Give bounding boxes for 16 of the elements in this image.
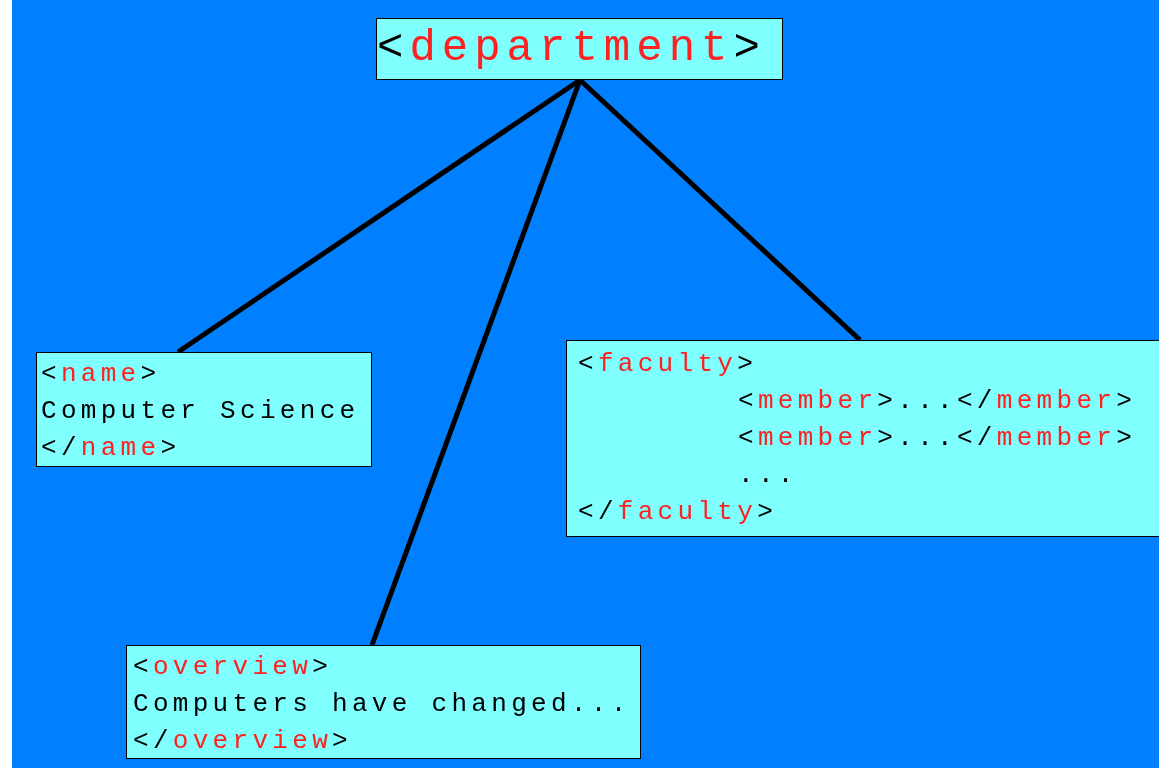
xml-tag: <name>: [41, 356, 161, 393]
xml-tag: </overview>: [133, 723, 352, 760]
xml-element-box: [126, 645, 641, 759]
xml-tag: <department>: [377, 19, 766, 77]
xml-element-box: [36, 352, 372, 467]
text-content: Computer Science: [41, 395, 360, 428]
xml-tag: <faculty>: [578, 346, 758, 383]
text-content: ...: [738, 459, 798, 492]
xml-tag: <member>...</member>: [738, 420, 1137, 457]
text-content: Computers have changed...: [133, 688, 631, 721]
xml-tag: <overview>: [133, 649, 333, 686]
xml-element-box: [566, 340, 1159, 537]
xml-tag: <member>...</member>: [738, 383, 1137, 420]
xml-tag: </name>: [41, 430, 181, 467]
connector-line: [578, 78, 862, 342]
xml-tag: </faculty>: [578, 494, 778, 531]
